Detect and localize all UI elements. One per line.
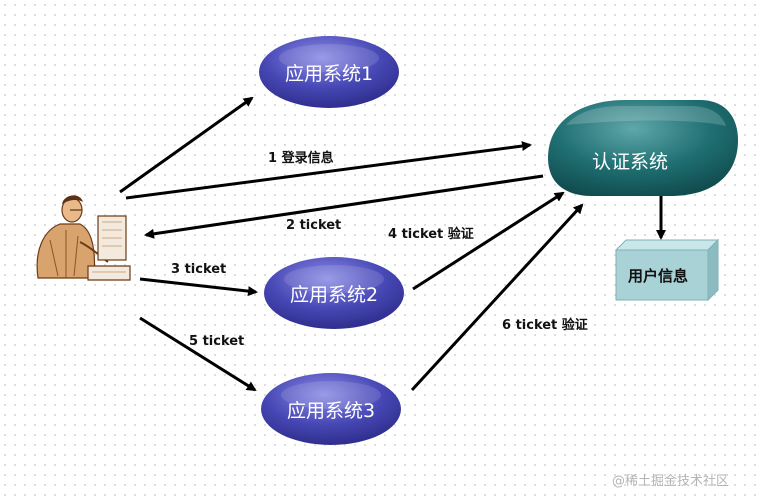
edge-label-ticket-verify-6: 6 ticket 验证 <box>502 317 588 333</box>
arrow-user-to-app1 <box>120 98 252 192</box>
arrow-auth-to-user <box>146 176 543 235</box>
user-info-box: 用户信息 <box>616 240 718 300</box>
edge-label-ticket-2: 2 ticket <box>286 218 341 233</box>
app-system-2-node: 应用系统2 <box>264 257 404 329</box>
app-system-3-node: 应用系统3 <box>261 373 401 445</box>
edge-label-login-info: 1 登录信息 <box>268 150 334 166</box>
app-system-1-node: 应用系统1 <box>259 36 399 108</box>
auth-system-node: 认证系统 <box>548 100 738 196</box>
app-system-1-label: 应用系统1 <box>285 63 373 85</box>
person-at-computer-icon <box>37 195 130 280</box>
auth-system-label: 认证系统 <box>592 151 668 173</box>
app-system-3-label: 应用系统3 <box>287 400 375 422</box>
user-info-label: 用户信息 <box>628 267 688 285</box>
edge-label-ticket-3: 3 ticket <box>171 262 226 277</box>
edge-label-ticket-5: 5 ticket <box>189 334 244 349</box>
arrow-user-to-app2 <box>140 279 256 292</box>
arrow-user-to-app3 <box>140 318 255 390</box>
app-system-2-label: 应用系统2 <box>290 284 378 306</box>
watermark-text: @稀土掘金技术社区 <box>612 473 729 489</box>
edge-label-ticket-verify-4: 4 ticket 验证 <box>388 226 474 242</box>
